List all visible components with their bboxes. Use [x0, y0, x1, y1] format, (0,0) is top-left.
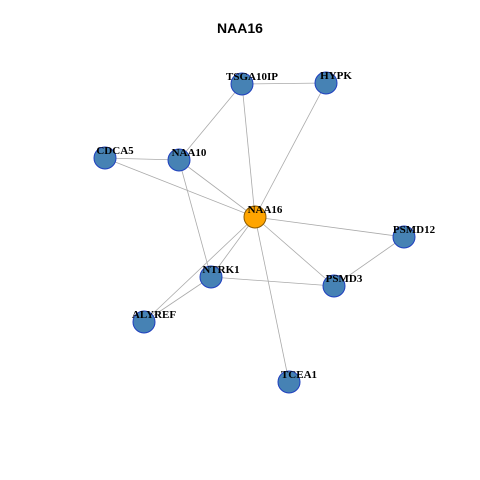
- node-circle: [392, 225, 416, 249]
- node-label: TSGA10IP: [226, 71, 278, 83]
- node-circle: [230, 72, 254, 96]
- edges-layer: [104, 82, 405, 383]
- edge-cdca5-naa16: [104, 157, 256, 218]
- edge-hypk-naa16: [254, 82, 327, 218]
- node-label: HYPK: [320, 70, 352, 82]
- edge-naa16-psmd12: [254, 216, 405, 238]
- edge-psmd12-psmd3: [333, 236, 405, 287]
- node-naa16: NAA16: [243, 204, 283, 229]
- node-hypk: HYPK: [314, 70, 352, 95]
- node-circle: [132, 310, 156, 334]
- edge-cdca5-naa10: [104, 157, 180, 161]
- node-cdca5: CDCA5: [93, 145, 134, 170]
- plot-title: NAA16: [217, 20, 263, 36]
- node-label: PSMD12: [393, 224, 436, 236]
- node-ntrk1: NTRK1: [199, 264, 240, 289]
- node-naa10: NAA10: [167, 147, 207, 172]
- node-circle: [93, 146, 117, 170]
- node-label: PSMD3: [326, 273, 363, 285]
- node-circle: [277, 370, 301, 394]
- node-label: TCEA1: [281, 369, 317, 381]
- node-circle: [199, 265, 223, 289]
- node-label: NAA10: [172, 147, 207, 159]
- edge-naa16-alyref: [143, 216, 256, 323]
- node-circle: [322, 274, 346, 298]
- node-circle: [243, 205, 267, 229]
- node-alyref: ALYREF: [132, 309, 176, 334]
- node-label: NAA16: [248, 204, 283, 216]
- node-circle: [167, 148, 191, 172]
- edge-naa16-tcea1: [254, 216, 290, 383]
- edge-ntrk1-psmd3: [210, 276, 335, 287]
- node-psmd12: PSMD12: [392, 224, 436, 249]
- edge-naa10-naa16: [178, 159, 256, 218]
- node-label: CDCA5: [96, 145, 134, 157]
- node-label: NTRK1: [202, 264, 239, 276]
- edge-naa16-ntrk1: [210, 216, 256, 278]
- node-psmd3: PSMD3: [322, 273, 363, 298]
- node-label: ALYREF: [132, 309, 176, 321]
- edge-ntrk1-alyref: [143, 276, 212, 323]
- edge-tsga10ip-naa16: [241, 83, 256, 218]
- edge-naa16-psmd3: [254, 216, 335, 287]
- edge-tsga10ip-naa10: [178, 83, 243, 161]
- nodes-layer: NAA16 TSGA10IP HYPK CDCA5 NAA10PSMD12NTRK1PS…: [93, 70, 436, 394]
- node-tsga10ip: TSGA10IP: [226, 71, 278, 96]
- edge-naa10-ntrk1: [178, 159, 212, 278]
- edge-tsga10ip-hypk: [241, 82, 327, 85]
- node-circle: [314, 71, 338, 95]
- node-tcea1: TCEA1: [277, 369, 317, 394]
